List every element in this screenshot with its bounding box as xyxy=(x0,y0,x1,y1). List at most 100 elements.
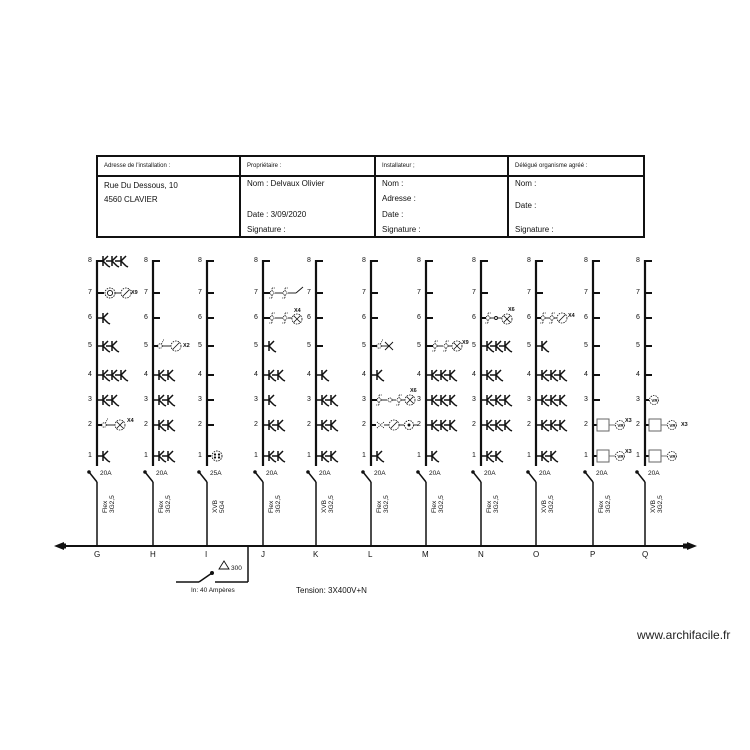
row-label: 3 xyxy=(254,396,258,403)
circuit-name: L xyxy=(368,550,373,559)
row-label: 1 xyxy=(527,452,531,459)
row-label: 8 xyxy=(144,257,148,264)
row-label: 4 xyxy=(144,371,148,378)
rail-Q xyxy=(635,260,652,546)
row-ticks xyxy=(153,292,652,426)
multiplier-label: X4 xyxy=(127,418,134,424)
rail-N xyxy=(471,260,488,546)
row-label: 3 xyxy=(417,396,421,403)
row-label: 3 xyxy=(584,396,588,403)
row-label: 8 xyxy=(362,257,366,264)
row-label: 4 xyxy=(584,371,588,378)
row-label: 4 xyxy=(307,371,311,378)
circuit-name: O xyxy=(533,550,540,559)
row-label: 1 xyxy=(636,452,640,459)
rail-M xyxy=(416,260,433,546)
row-label: 1 xyxy=(254,452,258,459)
delegate-signature: Signature : xyxy=(515,225,554,234)
row-label: 8 xyxy=(472,257,476,264)
row-label: 1 xyxy=(88,452,92,459)
installer-date: Date : xyxy=(382,210,404,219)
row-label: 4 xyxy=(254,371,258,378)
row-label: 5 xyxy=(636,342,640,349)
owner-signature: Signature : xyxy=(247,225,286,234)
row-label: 3 xyxy=(527,396,531,403)
row-label: 5 xyxy=(362,342,366,349)
row-label: 3 xyxy=(362,396,366,403)
row-label: 5 xyxy=(144,342,148,349)
lighting-symbols xyxy=(97,286,677,463)
row-label: 1 xyxy=(417,452,421,459)
row-label: 7 xyxy=(198,289,202,296)
row-label: 2 xyxy=(417,421,421,428)
row-label: 7 xyxy=(362,289,366,296)
delegate-cell: Délégué organisme agréé : Nom : Date : S… xyxy=(509,157,643,236)
breaker-rating: 20A xyxy=(539,470,551,477)
row-label: 8 xyxy=(198,257,202,264)
archifacile-link[interactable]: www.archifacile.fr xyxy=(637,628,731,642)
row-label: 2 xyxy=(88,421,92,428)
row-label: 3 xyxy=(198,396,202,403)
row-label: 2 xyxy=(362,421,366,428)
tension-label: Tension: 3X400V+N xyxy=(296,586,367,595)
row-label: 8 xyxy=(636,257,640,264)
rail-J xyxy=(253,260,270,546)
row-label: 5 xyxy=(472,342,476,349)
owner-name: Nom : Delvaux Olivier xyxy=(247,179,325,188)
row-label: 1 xyxy=(362,452,366,459)
row-label: 7 xyxy=(144,289,148,296)
row-label: 5 xyxy=(88,342,92,349)
rail-K xyxy=(306,260,323,546)
circuit-name: H xyxy=(150,550,156,559)
rail-O xyxy=(526,260,543,546)
row-label: 8 xyxy=(527,257,531,264)
multiplier-label: X3 xyxy=(625,418,632,424)
row-label: 7 xyxy=(307,289,311,296)
row-label: 6 xyxy=(144,314,148,321)
rail-L xyxy=(361,260,378,546)
row-label: 8 xyxy=(584,257,588,264)
row-label: 6 xyxy=(472,314,476,321)
row-label: 7 xyxy=(417,289,421,296)
circuit-rails xyxy=(87,260,652,546)
installer-name: Nom : xyxy=(382,179,404,188)
row-label: 7 xyxy=(472,289,476,296)
row-label: 2 xyxy=(198,421,202,428)
row-label: 3 xyxy=(472,396,476,403)
circuit-name: J xyxy=(261,550,265,559)
rail-H xyxy=(143,260,160,546)
multiplier-label: X9 xyxy=(462,340,469,346)
row-label: 6 xyxy=(417,314,421,321)
row-label: 6 xyxy=(584,314,588,321)
installation-address-cell: Adresse de l'installation : Rue Du Desso… xyxy=(98,157,241,236)
row-label: 3 xyxy=(88,396,92,403)
address-line-1: Rue Du Dessous, 10 xyxy=(104,181,178,190)
multiplier-label: X9 xyxy=(131,290,138,296)
row-label: 4 xyxy=(472,371,476,378)
row-label: 8 xyxy=(88,257,92,264)
circuit-name: G xyxy=(94,550,101,559)
row-label: 6 xyxy=(88,314,92,321)
row-label: 8 xyxy=(417,257,421,264)
row-label: 4 xyxy=(527,371,531,378)
row-label: 1 xyxy=(584,452,588,459)
breaker-rating: 20A xyxy=(100,470,112,477)
circuit-name: P xyxy=(590,550,596,559)
row-label: 5 xyxy=(307,342,311,349)
rail-P xyxy=(583,260,600,546)
row-label: 1 xyxy=(472,452,476,459)
delegate-name: Nom : xyxy=(515,179,537,188)
row-label: 1 xyxy=(307,452,311,459)
multiplier-label: X3 xyxy=(625,449,632,455)
installer-cell: Installateur ; Nom : Adresse : Date : Si… xyxy=(376,157,509,236)
row-label: 6 xyxy=(307,314,311,321)
differential-sensitivity: 300 xyxy=(231,565,242,572)
breaker-rating: 20A xyxy=(484,470,496,477)
row-label: 7 xyxy=(584,289,588,296)
multiplier-label: X6 xyxy=(410,388,417,394)
row-label: 5 xyxy=(527,342,531,349)
delegate-caption: Délégué organisme agréé : xyxy=(509,157,643,177)
